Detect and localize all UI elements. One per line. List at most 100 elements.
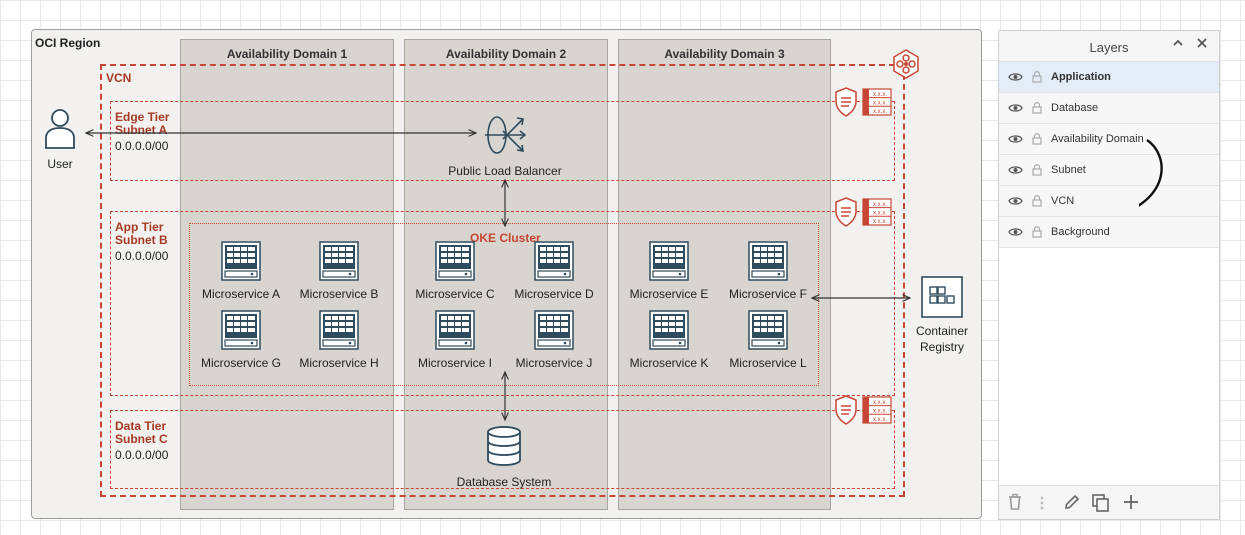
layer-item-availability-domain[interactable]: Availability Domain bbox=[999, 124, 1219, 155]
microservice-icon bbox=[534, 310, 574, 350]
microservice-icon bbox=[319, 241, 359, 281]
layer-item-vcn[interactable]: VCN bbox=[999, 186, 1219, 217]
more-vertical-icon[interactable] bbox=[1039, 495, 1045, 511]
availability-domain-label: Availability Domain 2 bbox=[445, 47, 567, 61]
vcn-container[interactable] bbox=[100, 64, 905, 497]
lock-icon[interactable] bbox=[1032, 101, 1042, 114]
svg-text:x.x.x.: x.x.x. bbox=[873, 109, 887, 115]
availability-domain-3[interactable]: Availability Domain 3 bbox=[618, 39, 831, 510]
layer-item-application[interactable]: Application bbox=[999, 62, 1219, 93]
eye-icon[interactable] bbox=[1008, 133, 1023, 145]
microservice-b[interactable]: Microservice B bbox=[284, 241, 394, 301]
security-list-icon: x.x.x. x.x.x. x.x.x. bbox=[835, 197, 892, 227]
lock-icon[interactable] bbox=[1032, 225, 1042, 238]
close-icon[interactable] bbox=[1193, 36, 1211, 54]
duplicate-icon[interactable] bbox=[1091, 493, 1111, 513]
availability-domain-label: Availability Domain 3 bbox=[664, 47, 785, 61]
reorder-arrow bbox=[1139, 139, 1163, 207]
svg-text:x.x.x.: x.x.x. bbox=[873, 211, 887, 217]
security-icons-app: x.x.x. x.x.x. x.x.x. bbox=[835, 197, 895, 232]
microservice-icon bbox=[748, 310, 788, 350]
layer-label: Availability Domain bbox=[1051, 133, 1144, 145]
database-system[interactable]: Database System bbox=[448, 426, 560, 489]
registry-label: Container Registry bbox=[908, 323, 976, 355]
add-icon[interactable] bbox=[1122, 493, 1140, 511]
database-icon bbox=[487, 426, 521, 466]
microservice-label: Microservice F bbox=[728, 287, 807, 301]
microservice-k[interactable]: Microservice K bbox=[614, 310, 724, 370]
layer-item-database[interactable]: Database bbox=[999, 93, 1219, 124]
microservice-icon bbox=[534, 241, 574, 281]
edit-icon[interactable] bbox=[1063, 493, 1081, 511]
microservice-label: Microservice H bbox=[299, 356, 379, 370]
microservice-label: Microservice A bbox=[201, 287, 281, 301]
load-balancer-label: Public Load Balancer bbox=[448, 164, 562, 178]
microservice-icon bbox=[435, 310, 475, 350]
microservice-f[interactable]: Microservice F bbox=[713, 241, 823, 301]
microservice-a[interactable]: Microservice A bbox=[186, 241, 296, 301]
lock-icon[interactable] bbox=[1032, 163, 1042, 176]
diagram-canvas[interactable]: OCI Region Availability Domain 1 Availab… bbox=[0, 0, 990, 535]
svg-text:x.x.x.: x.x.x. bbox=[873, 92, 887, 98]
layers-panel-footer bbox=[999, 485, 1219, 519]
subnet-name-line1: App Tier bbox=[115, 220, 164, 234]
microservice-icon bbox=[319, 310, 359, 350]
eye-icon[interactable] bbox=[1008, 71, 1023, 83]
microservice-i[interactable]: Microservice I bbox=[400, 310, 510, 370]
microservice-label: Microservice D bbox=[514, 287, 594, 301]
security-list-icon: x.x.x. x.x.x. x.x.x. bbox=[835, 395, 892, 425]
microservice-l[interactable]: Microservice L bbox=[713, 310, 823, 370]
microservice-label: Microservice J bbox=[515, 356, 593, 370]
availability-domain-label: Availability Domain 1 bbox=[226, 47, 348, 61]
microservice-e[interactable]: Microservice E bbox=[614, 241, 724, 301]
microservice-icon bbox=[221, 310, 261, 350]
microservice-label: Microservice G bbox=[200, 356, 281, 370]
trash-icon[interactable] bbox=[1007, 493, 1023, 511]
microservice-icon bbox=[435, 241, 475, 281]
microservice-c[interactable]: Microservice C bbox=[400, 241, 510, 301]
eye-icon[interactable] bbox=[1008, 102, 1023, 114]
svg-text:x.x.x.: x.x.x. bbox=[873, 409, 887, 415]
subnet-name-line2: Subnet B bbox=[115, 233, 168, 247]
subnet-label: App Tier Subnet B bbox=[115, 221, 168, 247]
microservice-h[interactable]: Microservice H bbox=[284, 310, 394, 370]
svg-text:x.x.x.: x.x.x. bbox=[873, 101, 887, 107]
chevron-up-icon[interactable] bbox=[1169, 36, 1187, 54]
vcn-label: VCN bbox=[106, 71, 132, 85]
microservice-j[interactable]: Microservice J bbox=[499, 310, 609, 370]
layer-item-subnet[interactable]: Subnet bbox=[999, 155, 1219, 186]
layer-label: Database bbox=[1051, 102, 1099, 114]
microservice-d[interactable]: Microservice D bbox=[499, 241, 609, 301]
container-registry-icon bbox=[921, 276, 963, 318]
eye-icon[interactable] bbox=[1008, 195, 1023, 207]
lock-icon[interactable] bbox=[1032, 132, 1042, 145]
user-node[interactable]: User bbox=[40, 108, 80, 171]
layer-item-background[interactable]: Background bbox=[999, 217, 1219, 248]
microservice-label: Microservice I bbox=[417, 356, 492, 370]
microservice-label: Microservice E bbox=[629, 287, 709, 301]
security-icons-edge: x.x.x. x.x.x. x.x.x. bbox=[835, 87, 895, 122]
public-load-balancer[interactable]: Public Load Balancer bbox=[440, 113, 570, 178]
load-balancer-icon bbox=[485, 116, 527, 154]
lock-icon[interactable] bbox=[1032, 70, 1042, 83]
subnet-label: Data Tier Subnet C bbox=[115, 420, 168, 446]
microservice-icon bbox=[221, 241, 261, 281]
lock-icon[interactable] bbox=[1032, 194, 1042, 207]
layer-label: Application bbox=[1051, 71, 1111, 83]
security-list-icon: x.x.x. x.x.x. x.x.x. bbox=[835, 87, 892, 117]
registry-label-line2: Registry bbox=[919, 340, 964, 354]
subnet-cidr: 0.0.0.0/00 bbox=[115, 448, 169, 462]
container-registry[interactable]: Container Registry bbox=[908, 276, 976, 355]
microservice-label: Microservice C bbox=[415, 287, 495, 301]
subnet-name-line1: Edge Tier bbox=[115, 110, 170, 124]
eye-icon[interactable] bbox=[1008, 226, 1023, 238]
vcn-network-icon bbox=[893, 49, 919, 79]
microservice-icon bbox=[649, 241, 689, 281]
microservice-label: Microservice B bbox=[299, 287, 379, 301]
layers-panel-title: Layers bbox=[1089, 40, 1129, 55]
microservice-g[interactable]: Microservice G bbox=[186, 310, 296, 370]
subnet-name-line1: Data Tier bbox=[115, 419, 167, 433]
eye-icon[interactable] bbox=[1008, 164, 1023, 176]
security-icons-data: x.x.x. x.x.x. x.x.x. bbox=[835, 395, 895, 430]
layer-label: VCN bbox=[1051, 195, 1075, 207]
